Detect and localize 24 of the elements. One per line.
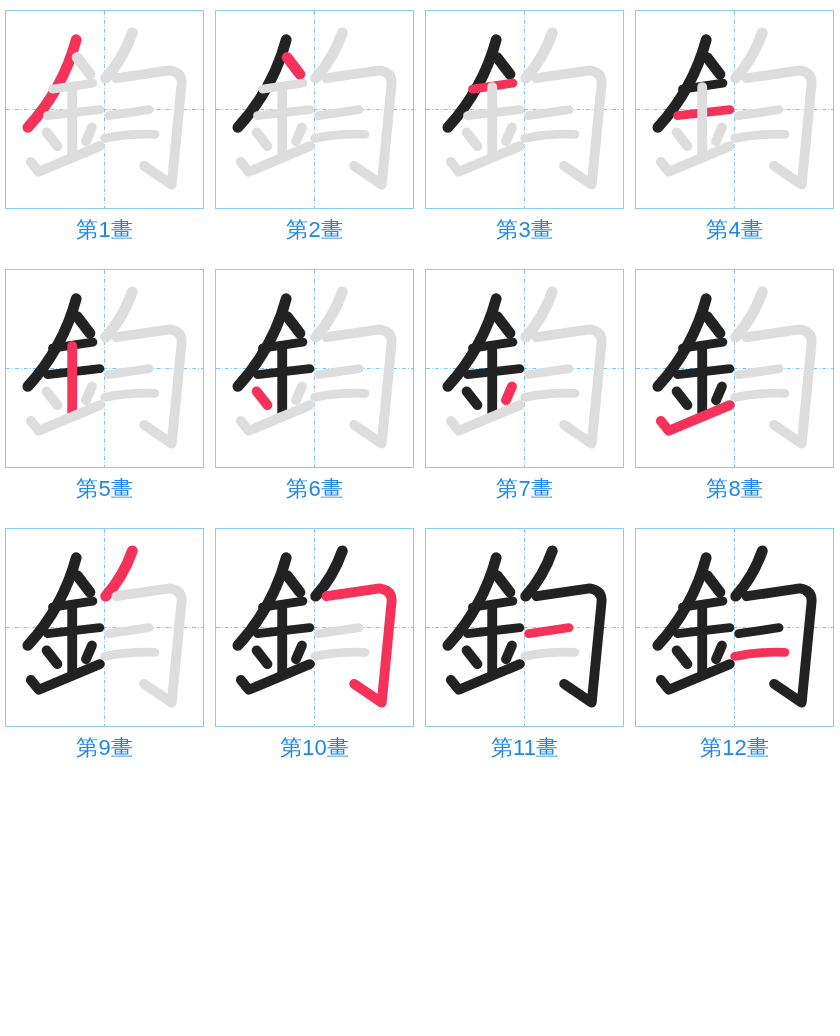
- stroke-number-caption: 第11畫: [491, 736, 558, 760]
- stroke-order-panel: [5, 269, 204, 468]
- stroke-number-caption: 第7畫: [496, 477, 553, 501]
- stroke-number-caption: 第4畫: [706, 218, 763, 242]
- stroke-number-caption: 第3畫: [496, 218, 553, 242]
- stroke-number-caption: 第12畫: [700, 736, 769, 760]
- stroke-number-caption: 第6畫: [286, 477, 343, 501]
- stroke-order-panel: [635, 10, 834, 209]
- stroke-number-caption: 第1畫: [76, 218, 133, 242]
- stroke-order-panel: [425, 528, 624, 727]
- stroke-number-caption: 第8畫: [706, 477, 763, 501]
- stroke-order-panel: [635, 528, 834, 727]
- stroke-number-caption: 第9畫: [76, 736, 133, 760]
- stroke-order-panel: [5, 10, 204, 209]
- stroke-order-panel: [215, 10, 414, 209]
- stroke-number-caption: 第10畫: [280, 736, 349, 760]
- stroke-order-panel: [215, 528, 414, 727]
- stroke-number-caption: 第2畫: [286, 218, 343, 242]
- stroke-order-panel: [215, 269, 414, 468]
- stroke-order-panel: [5, 528, 204, 727]
- stroke-order-panel: [425, 269, 624, 468]
- stroke-order-panel: [425, 10, 624, 209]
- stroke-number-caption: 第5畫: [76, 477, 133, 501]
- stroke-order-panel: [635, 269, 834, 468]
